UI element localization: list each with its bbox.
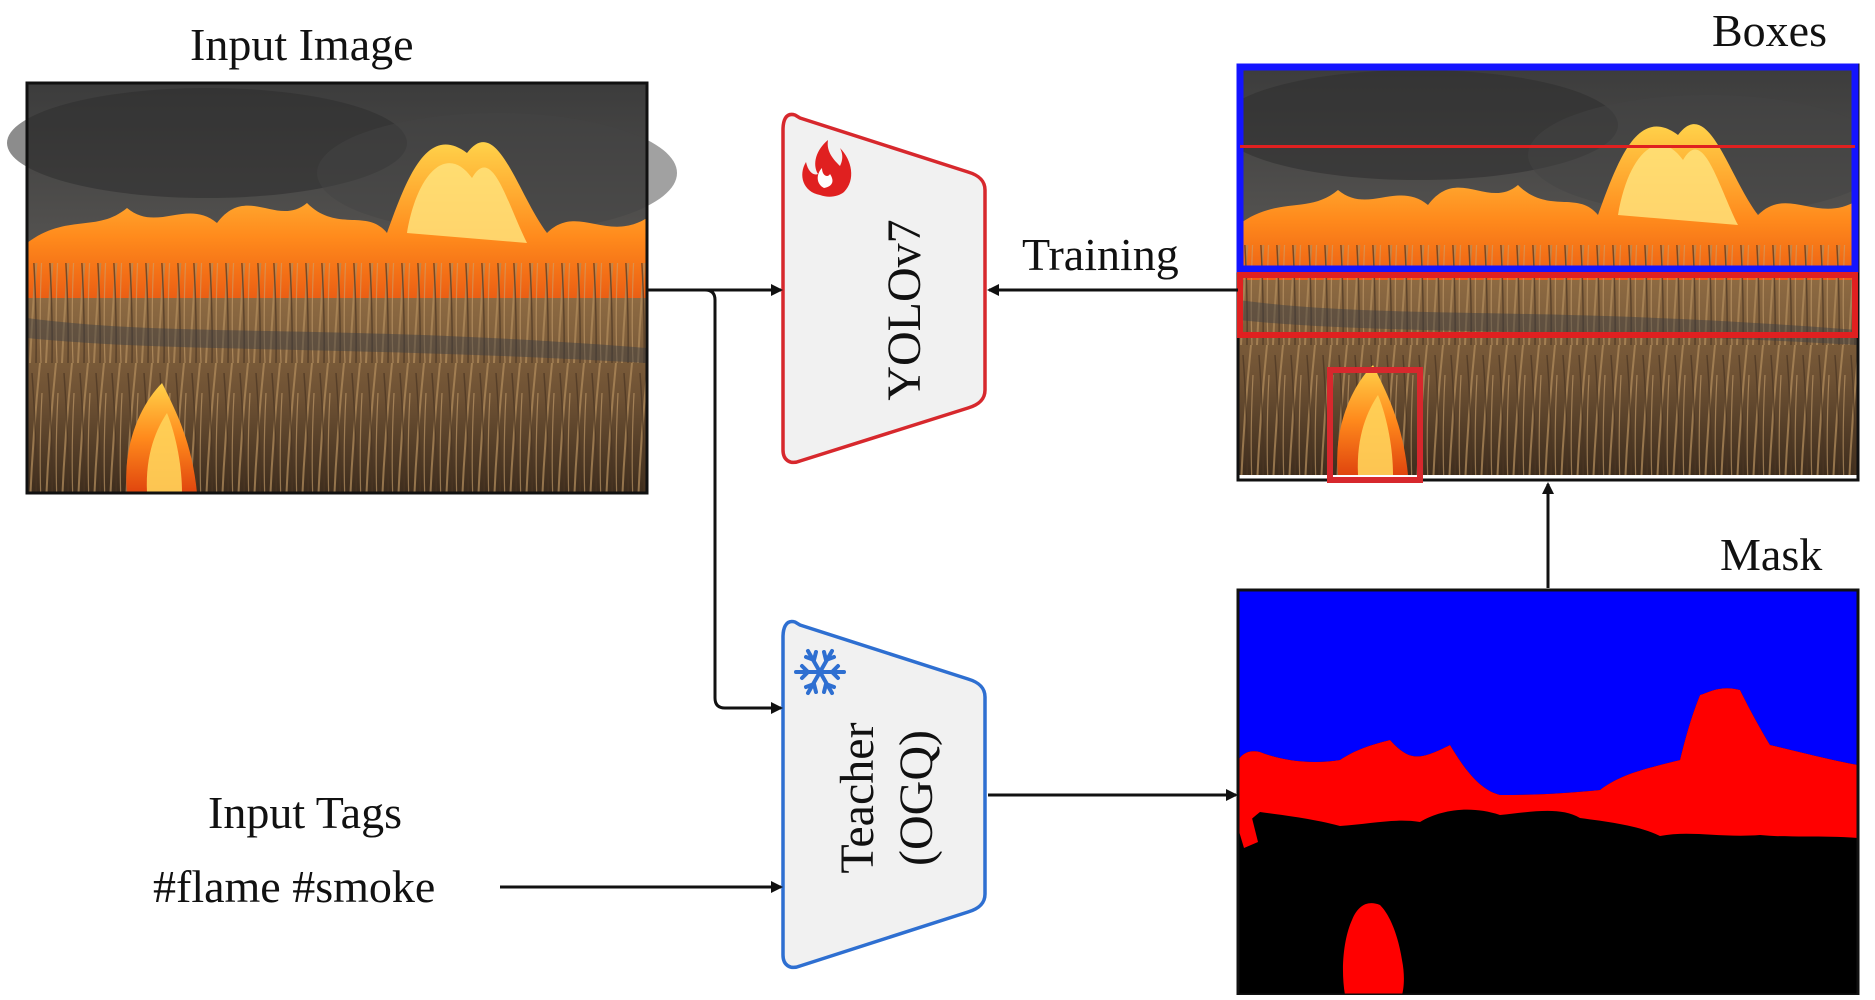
flame-bounding-box [1237,272,1858,338]
smoke-bounding-box [1236,63,1859,273]
smoke-inner-box [1240,145,1855,148]
connector-arrows [500,284,1554,893]
teacher-model-sublabel: (OGQ) [890,730,943,866]
flame-small-bounding-box [1327,367,1423,483]
boxes-image [1236,63,1860,483]
training-label: Training [1022,229,1179,280]
flame-icon [802,140,852,197]
mask-smoke-region [1238,590,1858,795]
snowflake-icon [794,649,846,695]
yolov7-model-label: YOLOv7 [878,219,931,401]
input-image [7,81,677,495]
input-image-title: Input Image [190,19,414,70]
boxes-title: Boxes [1712,5,1827,56]
mask-flame-small-region [1342,903,1404,995]
input-tags-values: #flame #smoke [153,861,436,912]
mask-image [1236,588,1860,997]
input-tags-title: Input Tags [208,787,402,838]
mask-title: Mask [1720,529,1823,580]
mask-flame-region [1238,688,1858,838]
yolov7-model-block [781,112,987,465]
teacher-model-block [781,619,987,970]
arrow-image-to-teacher [704,288,783,714]
teacher-model-label: Teacher [831,722,884,874]
